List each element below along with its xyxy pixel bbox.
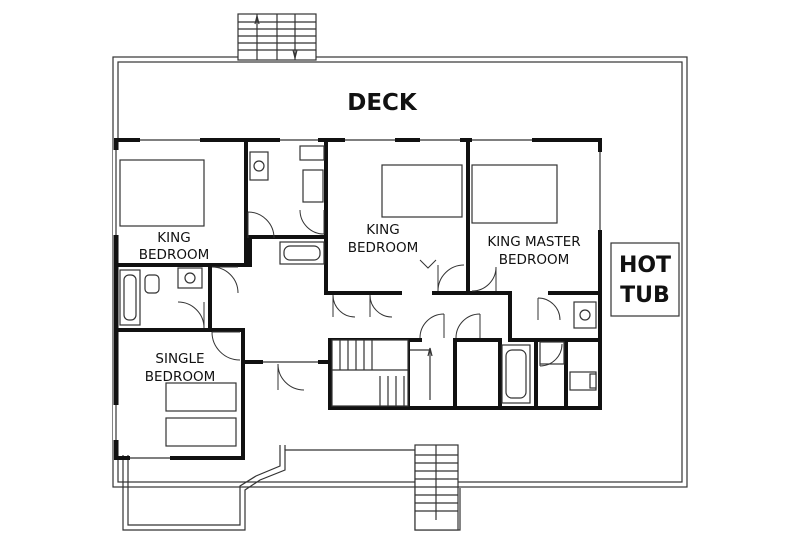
hot-tub-label-line2: TUB — [620, 283, 670, 308]
room-label-king-2-line2: BEDROOM — [348, 240, 418, 256]
room-label-king-1-b: BEDROOM — [139, 247, 209, 263]
room-label-single: SINGLE — [155, 351, 204, 367]
deck-label: DECK — [347, 90, 418, 116]
room-label-king-1-line2: BEDROOM — [139, 247, 209, 263]
bottom-stairs — [414, 444, 459, 531]
room-label-king-2-b: BEDROOM — [348, 240, 418, 256]
windows — [113, 138, 603, 461]
room-label-master: KING MASTER — [487, 234, 580, 250]
room-label-master-b: BEDROOM — [499, 252, 569, 268]
room-label-master-line1: KING MASTER — [487, 234, 580, 250]
room-label-single-line2: BEDROOM — [145, 369, 215, 385]
room-label-king-2: KING — [366, 222, 399, 238]
bathroom-fixtures — [119, 145, 597, 404]
bed-single-1 — [165, 382, 237, 412]
beds — [119, 159, 558, 447]
room-label-king-1: KING — [157, 230, 190, 246]
room-label-single-line1: SINGLE — [155, 351, 204, 367]
interior-stairs — [331, 339, 433, 407]
bed-king-master — [471, 164, 558, 224]
top-stairs — [237, 13, 317, 61]
room-label-master-line2: BEDROOM — [499, 252, 569, 268]
bed-king-1 — [119, 159, 205, 227]
bed-single-2 — [165, 417, 237, 447]
bed-king-2 — [381, 164, 463, 218]
room-label-king-1-line1: KING — [157, 230, 190, 246]
hot-tub — [610, 242, 680, 317]
room-label-single-b: BEDROOM — [145, 369, 215, 385]
doors — [177, 209, 563, 391]
hot-tub-label-line1: HOT — [619, 253, 671, 278]
room-label-king-2-line1: KING — [366, 222, 399, 238]
